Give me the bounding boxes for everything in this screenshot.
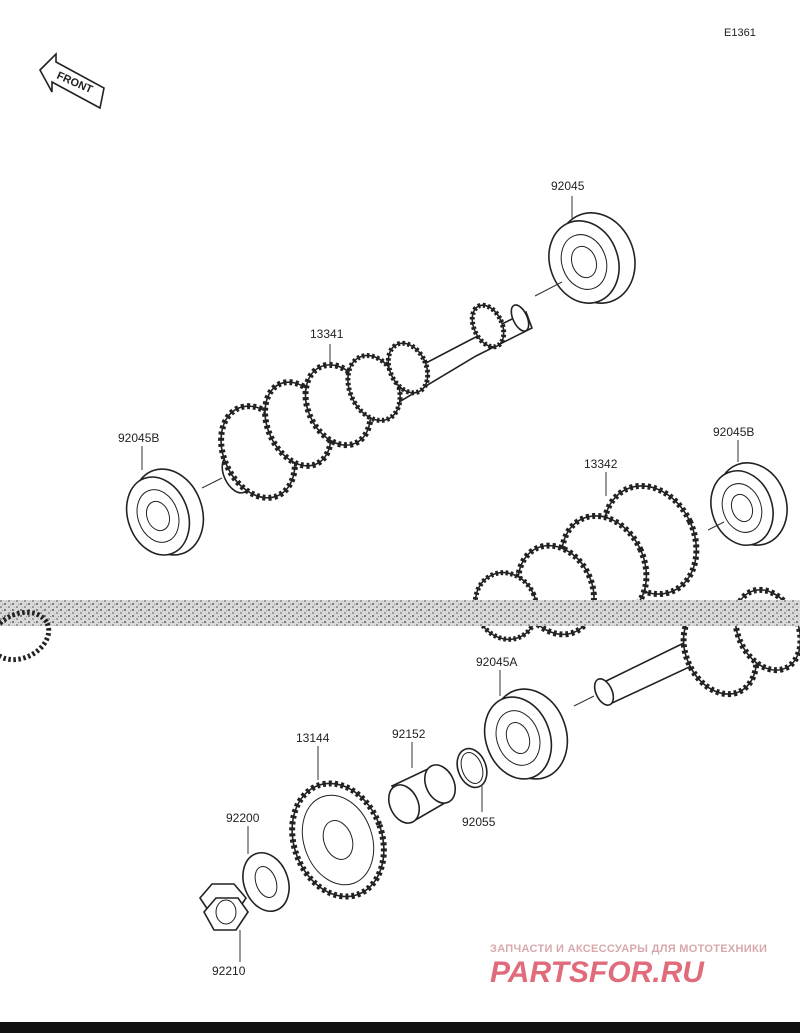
part-label-92045a: 92045A — [476, 655, 517, 669]
watermark-tagline: ЗАПЧАСТИ И АКСЕССУАРЫ ДЛЯ МОТОТЕХНИКИ — [490, 943, 767, 955]
part-label-13341: 13341 — [310, 327, 344, 341]
part-label-92210: 92210 — [212, 964, 246, 978]
washer-92200 — [242, 852, 290, 912]
part-label-92045b-left: 92045B — [118, 431, 159, 445]
bearing-92045 — [548, 212, 636, 304]
part-label-13144: 13144 — [296, 731, 330, 745]
front-arrow-icon: FRONT — [39, 52, 105, 110]
input-shaft-13341 — [218, 302, 534, 501]
bearing-92045b-right — [710, 462, 788, 546]
watermark-brand: PARTSFOR.RU — [490, 956, 705, 989]
scan-artifact-band — [0, 600, 800, 626]
nut-92210 — [198, 883, 249, 931]
bearing-92045a — [483, 688, 569, 780]
diagram-code: E1361 — [724, 27, 756, 39]
collar-92152 — [387, 764, 457, 824]
sprocket-13144 — [289, 780, 387, 900]
part-label-92200: 92200 — [226, 811, 260, 825]
bearing-92045b-left — [125, 468, 205, 556]
bottom-bar — [0, 1022, 800, 1033]
part-label-92045b-right: 92045B — [713, 425, 754, 439]
part-label-92055: 92055 — [462, 815, 496, 829]
part-label-13342: 13342 — [584, 457, 618, 471]
part-label-92045: 92045 — [551, 179, 585, 193]
circlip-92055 — [456, 747, 488, 789]
left-edge-fragment — [0, 609, 52, 663]
part-label-92152: 92152 — [392, 727, 426, 741]
